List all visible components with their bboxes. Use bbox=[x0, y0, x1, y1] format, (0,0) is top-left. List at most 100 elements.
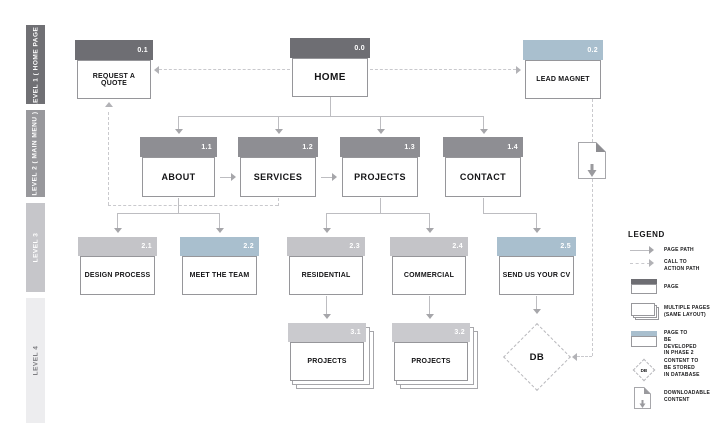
page-icon bbox=[631, 279, 657, 294]
cta-doc-to-db-vertical bbox=[592, 179, 593, 356]
legend-item-label: CONTENT TO BE STORED IN DATABASE bbox=[664, 358, 700, 378]
legend-title: LEGEND bbox=[628, 230, 665, 239]
page-icon-header bbox=[631, 279, 657, 284]
cta-arrowhead-request-quote bbox=[154, 66, 159, 74]
node-number: 2.1 bbox=[141, 243, 152, 250]
cta-services-vertical bbox=[108, 112, 109, 205]
node-contact: 1.4 CONTACT bbox=[443, 137, 523, 197]
node-label: REQUEST A QUOTE bbox=[77, 60, 151, 99]
connector-drop-meet-team bbox=[219, 213, 220, 229]
connector-drop-residential bbox=[326, 213, 327, 229]
node-header: 1.4 bbox=[443, 137, 523, 157]
page-icon-body bbox=[631, 284, 657, 294]
arrowhead-projects-32 bbox=[426, 314, 434, 319]
connector-contact-stem bbox=[483, 198, 484, 213]
node-request-a-quote: 0.1 REQUEST A QUOTE bbox=[75, 40, 153, 99]
node-about: 1.1 ABOUT bbox=[140, 137, 217, 197]
node-header: 3.2 bbox=[392, 323, 470, 342]
node-header: 3.1 bbox=[288, 323, 366, 342]
arrowhead-projects bbox=[377, 129, 385, 134]
node-label: PROJECTS bbox=[394, 342, 468, 381]
multiple-pages-icon bbox=[631, 303, 663, 323]
cta-home-to-request-quote bbox=[159, 69, 290, 70]
connector-drop-about bbox=[178, 116, 179, 130]
arrowhead-projects-31 bbox=[323, 314, 331, 319]
level-band-2: LEVEL 2 ( MAIN MENU ) bbox=[26, 110, 45, 197]
cta-services-horizontal bbox=[108, 205, 278, 206]
node-label: ABOUT bbox=[142, 157, 215, 197]
level-band-label: LEVEL 4 bbox=[32, 345, 40, 376]
node-number: 2.3 bbox=[349, 243, 360, 250]
cta-doc-to-db-horizontal bbox=[577, 356, 592, 357]
level-band-3: LEVEL 3 bbox=[26, 203, 45, 292]
node-number: 1.2 bbox=[302, 143, 313, 151]
cta-services-stem bbox=[278, 198, 279, 206]
node-label: SEND US YOUR CV bbox=[499, 256, 574, 295]
stack-front-page: 3.2 PROJECTS bbox=[392, 323, 470, 381]
node-label: DESIGN PROCESS bbox=[80, 256, 155, 295]
connector-sendcv-db bbox=[536, 296, 537, 310]
cta-arrowhead-lead-magnet bbox=[516, 66, 521, 74]
db-diamond-icon-label: DB bbox=[640, 367, 648, 373]
node-services: 1.2 SERVICES bbox=[238, 137, 318, 197]
node-number: 2.4 bbox=[452, 243, 463, 250]
legend-item-label: PAGE bbox=[664, 284, 679, 290]
connector-projects-bus bbox=[326, 213, 430, 214]
arrowhead-to-services bbox=[231, 173, 236, 181]
node-send-us-your-cv: 2.5 SEND US YOUR CV bbox=[497, 237, 576, 295]
dashed-arrow-icon-head bbox=[649, 259, 654, 267]
arrowhead-residential bbox=[323, 228, 331, 233]
legend-item-label: PAGE PATH bbox=[664, 247, 694, 253]
connector-drop-services bbox=[278, 116, 279, 130]
node-label: PROJECTS bbox=[290, 342, 364, 381]
node-label: RESIDENTIAL bbox=[289, 256, 363, 295]
legend-item-label: PAGE TO BE DEVELOPED IN PHASE 2 bbox=[664, 330, 697, 357]
arrowhead-design-process bbox=[114, 228, 122, 233]
level-band-label: LEVEL 3 bbox=[32, 232, 40, 263]
node-header: 0.1 bbox=[75, 40, 153, 60]
node-header: 2.1 bbox=[78, 237, 157, 256]
connector-home-bus bbox=[178, 116, 484, 117]
node-number: 1.3 bbox=[404, 143, 415, 151]
page-phase2-icon bbox=[631, 331, 657, 347]
connector-residential-projects bbox=[326, 296, 327, 315]
node-number: 0.1 bbox=[137, 46, 148, 54]
db-label: DB bbox=[529, 351, 545, 363]
node-meet-the-team: 2.2 MEET THE TEAM bbox=[180, 237, 259, 295]
node-commercial: 2.4 COMMERCIAL bbox=[390, 237, 468, 295]
connector-home-stem bbox=[330, 97, 331, 116]
node-number: 0.0 bbox=[354, 44, 365, 52]
node-database-diamond: DB bbox=[503, 323, 571, 391]
node-header: 0.2 bbox=[523, 40, 603, 60]
arrowhead-to-projects bbox=[332, 173, 337, 181]
node-number: 2.5 bbox=[560, 243, 571, 250]
cta-arrowhead-db bbox=[572, 353, 577, 361]
arrowhead-db bbox=[533, 309, 541, 314]
cta-leadmagnet-to-doc bbox=[592, 99, 593, 142]
connector-drop-design-process bbox=[117, 213, 118, 229]
legend-item-label: DOWNLOADABLE CONTENT bbox=[664, 390, 711, 403]
node-header: 2.5 bbox=[497, 237, 576, 256]
connector-commercial-projects bbox=[429, 296, 430, 315]
dashed-arrow-icon bbox=[630, 263, 650, 264]
page-phase2-icon-body bbox=[631, 336, 657, 347]
node-residential: 2.3 RESIDENTIAL bbox=[287, 237, 365, 295]
level-band-4: LEVEL 4 bbox=[26, 298, 45, 423]
db-diamond-icon: DB bbox=[632, 358, 656, 382]
node-header: 0.0 bbox=[290, 38, 370, 58]
connector-about-services bbox=[220, 177, 232, 178]
cta-arrowhead-request-quote-up bbox=[105, 102, 113, 107]
node-header: 2.2 bbox=[180, 237, 259, 256]
solid-arrow-icon-head bbox=[649, 246, 654, 254]
legend-item-label: MULTIPLE PAGES (SAME LAYOUT) bbox=[664, 305, 710, 318]
arrowhead-commercial bbox=[426, 228, 434, 233]
downloadable-content-icon bbox=[578, 142, 606, 184]
stack-front-page: 3.1 PROJECTS bbox=[288, 323, 366, 381]
node-number: 1.1 bbox=[201, 143, 212, 151]
node-label: PROJECTS bbox=[342, 157, 418, 197]
legend-item-label: CALL TO ACTION PATH bbox=[664, 259, 700, 272]
node-projects-commercial-stack: 3.2 PROJECTS bbox=[392, 323, 478, 389]
node-label: HOME bbox=[292, 58, 368, 97]
node-number: 3.1 bbox=[350, 329, 361, 336]
connector-drop-send-cv bbox=[536, 213, 537, 229]
